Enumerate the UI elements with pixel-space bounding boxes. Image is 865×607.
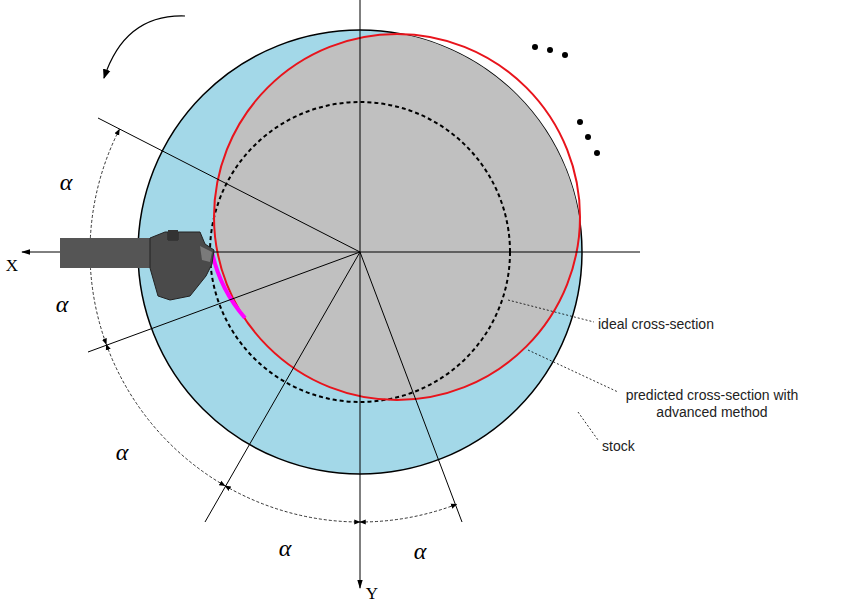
cutting-tool [60,230,214,300]
angle-symbol: α [414,538,427,565]
machined-area [214,34,580,400]
angle-arcs [90,129,457,522]
angle-symbol: α [116,439,129,466]
callout-label: predicted cross-section with advanced me… [622,387,802,421]
angle-symbol: α [279,535,292,562]
callout-label: stock [602,438,635,454]
callout-label: ideal cross-section [598,316,714,332]
angle-symbol: α [60,169,73,196]
predicted-circle [214,34,580,400]
y-axis [360,0,361,588]
axis-label: X [6,256,18,276]
cut-arc [212,252,245,318]
axis-label: Y [366,584,378,604]
angle-symbol: α [56,291,69,318]
continuation-dots [532,44,600,156]
radial-lines [88,118,462,522]
rotation-arrow [104,16,185,78]
